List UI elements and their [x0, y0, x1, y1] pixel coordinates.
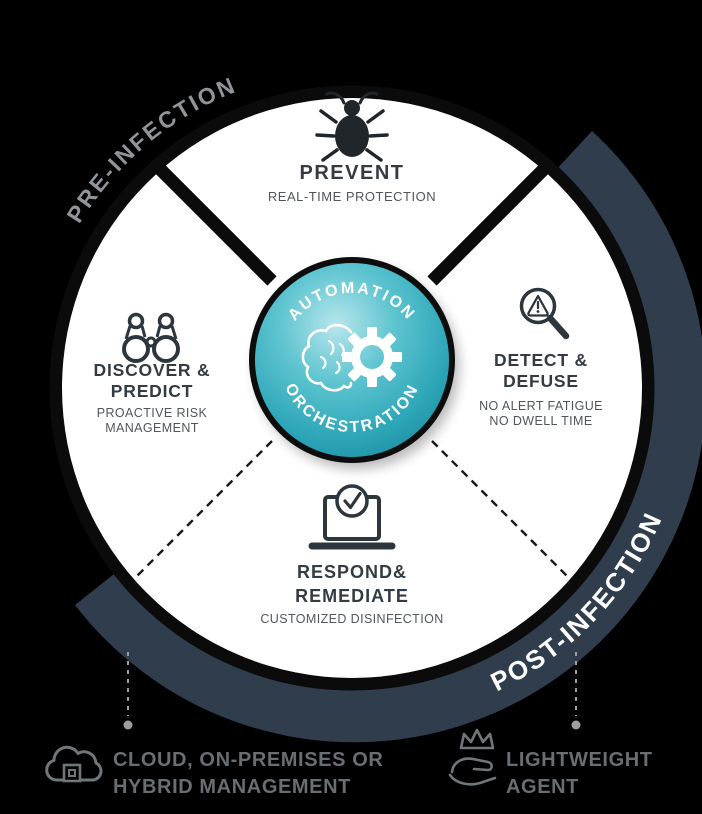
cloud-server-icon — [45, 745, 103, 783]
respond-subtitle: CUSTOMIZED DISINFECTION — [260, 612, 443, 626]
detect-title-line2: DEFUSE — [503, 371, 579, 391]
divider-upper-right — [427, 163, 550, 286]
right-connector-dot — [571, 720, 581, 730]
outer-ring — [49, 85, 655, 691]
binoculars-icon — [122, 312, 180, 363]
brain-gear-icon — [301, 323, 402, 392]
divider-upper-left — [154, 163, 277, 286]
magnifier-alert-icon — [519, 287, 570, 340]
divider-lower-right-dashed — [431, 440, 571, 580]
post-infection-band — [75, 131, 702, 743]
bug-icon — [315, 91, 389, 162]
discover-title-line2: PREDICT — [111, 381, 193, 401]
detect-subtitle-line1: NO ALERT FATIGUE — [479, 399, 603, 413]
agent-label-line2: AGENT — [506, 776, 579, 798]
prevent-subtitle: REAL-TIME PROTECTION — [268, 189, 436, 204]
management-label-line1: CLOUD, ON-PREMISES OR — [113, 749, 383, 771]
discover-title-line1: DISCOVER & — [94, 360, 211, 380]
management-label-line2: HYBRID MANAGEMENT — [113, 776, 351, 798]
respond-title-line1: RESPOND& — [297, 562, 407, 582]
divider-lower-left-dashed — [133, 440, 273, 580]
discover-subtitle-line2: MANAGEMENT — [105, 421, 199, 435]
detect-title-line1: DETECT & — [494, 350, 588, 370]
crown-hand-icon — [448, 728, 497, 786]
left-connector-dot — [123, 720, 133, 730]
respond-title-line2: REMEDIATE — [295, 586, 409, 606]
detect-subtitle-line2: NO DWELL TIME — [489, 414, 592, 428]
laptop-check-icon — [308, 484, 396, 550]
prevent-title: PREVENT — [300, 162, 405, 184]
right-connector — [571, 652, 581, 730]
agent-label-line1: LIGHTWEIGHT — [506, 749, 653, 771]
left-connector — [123, 652, 133, 730]
discover-subtitle-line1: PROACTIVE RISK — [97, 406, 208, 420]
